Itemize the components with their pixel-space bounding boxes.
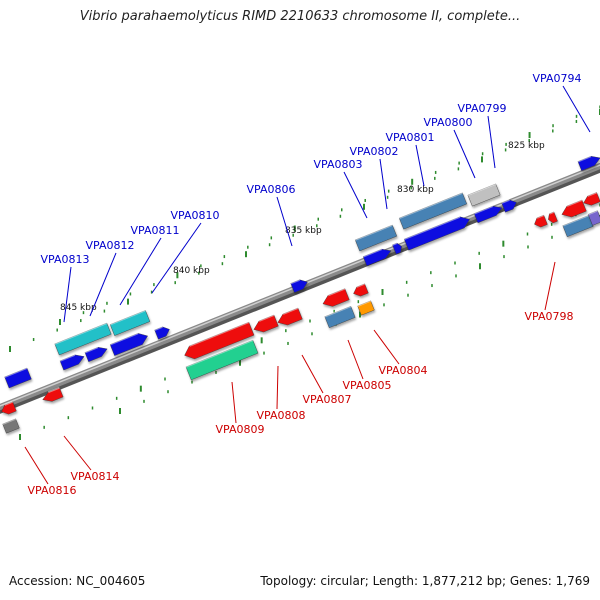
label-leader	[231, 381, 237, 424]
scale-label: 840 kbp	[173, 266, 210, 276]
gene-purple[interactable]	[587, 209, 600, 226]
gene-vpa0813[interactable]	[84, 346, 108, 362]
label-leader	[151, 222, 202, 294]
gene-vpa0806[interactable]	[290, 278, 308, 293]
gene-vpa0802[interactable]	[403, 215, 470, 251]
label-leader	[373, 329, 400, 365]
label-leader	[63, 266, 72, 323]
gene-vpa0803b[interactable]	[362, 248, 392, 267]
label-leader	[453, 129, 476, 179]
label-leader	[301, 354, 324, 394]
gene-vpa0808[interactable]	[253, 314, 279, 333]
label-leader	[487, 115, 496, 169]
gene-vpa0805b[interactable]	[353, 282, 369, 297]
label-leader	[276, 365, 279, 410]
gene-vpa0800b[interactable]	[473, 205, 503, 224]
label-leader	[276, 196, 293, 247]
gene-label-vpa0798[interactable]: VPA0798	[525, 310, 574, 323]
label-leader	[89, 252, 117, 317]
map-title: Vibrio parahaemolyticus RIMD 2210633 chr…	[79, 9, 521, 24]
gene-vpa0798b[interactable]	[562, 214, 594, 238]
gene-vpa0812[interactable]	[109, 332, 148, 356]
gene-vpa0809[interactable]	[184, 321, 255, 360]
gene-small2[interactable]	[154, 325, 170, 340]
scale-label: 830 kbp	[397, 185, 434, 195]
gene-label-vpa0802[interactable]: VPA0802	[350, 145, 399, 158]
label-leaders	[24, 85, 591, 485]
gene-small4[interactable]	[534, 214, 548, 228]
gene-vpa0803[interactable]	[354, 224, 398, 252]
gene-vpa0816[interactable]	[1, 400, 17, 415]
scale-label: 845 kbp	[60, 303, 97, 313]
gene-features[interactable]	[1, 155, 600, 434]
gene-vpa0807[interactable]	[322, 287, 350, 307]
accession-text: Accession: NC_004605	[9, 574, 146, 588]
gene-label-vpa0810[interactable]: VPA0810	[171, 209, 220, 222]
gene-vpa0810[interactable]	[109, 309, 151, 336]
label-leader	[415, 144, 425, 187]
gene-label-vpa0807[interactable]: VPA0807	[303, 393, 352, 406]
gene-vpa0804[interactable]	[357, 299, 375, 316]
gene-vpa0814[interactable]	[42, 386, 64, 402]
scale-label: 825 kbp	[508, 141, 545, 151]
label-leader	[119, 237, 162, 306]
gene-vpa0801[interactable]	[501, 198, 517, 213]
gene-label-vpa0813[interactable]: VPA0813	[41, 253, 90, 266]
gene-vpa0794[interactable]	[577, 155, 600, 171]
gene-label-vpa0816[interactable]: VPA0816	[28, 484, 77, 497]
gene-label-vpa0814[interactable]: VPA0814	[71, 470, 120, 483]
gene-labels[interactable]: VPA0794VPA0799VPA0800VPA0801VPA0802VPA08…	[28, 72, 582, 497]
gene-label-vpa0812[interactable]: VPA0812	[86, 239, 135, 252]
label-leader	[379, 158, 388, 210]
label-leader	[343, 171, 368, 219]
gene-label-vpa0799[interactable]: VPA0799	[458, 102, 507, 115]
topology-stats: Topology: circular; Length: 1,877,212 bp…	[260, 574, 590, 588]
scale-label: 835 kbp	[285, 226, 322, 236]
gene-grey[interactable]	[2, 417, 20, 434]
label-leader	[562, 85, 591, 133]
label-leader	[63, 435, 92, 471]
gene-label-vpa0805[interactable]: VPA0805	[343, 379, 392, 392]
gene-label-vpa0806[interactable]: VPA0806	[247, 183, 296, 196]
gene-vpa0811[interactable]	[54, 322, 112, 356]
gene-label-vpa0803[interactable]: VPA0803	[314, 158, 363, 171]
gene-vpa0813b[interactable]	[59, 353, 85, 371]
scale-ticks: 825 kbp 830 kbp 835 kbp 840 kbp 845 kbp	[9, 105, 600, 440]
gene-vpa0798[interactable]	[561, 199, 587, 218]
gene-vpa0807b[interactable]	[277, 307, 303, 326]
label-leader	[544, 261, 556, 311]
gene-label-vpa0809[interactable]: VPA0809	[216, 423, 265, 436]
gene-small3[interactable]	[548, 210, 558, 224]
label-leader	[347, 339, 364, 380]
label-leader	[24, 446, 49, 485]
gene-vpa0809b[interactable]	[185, 339, 259, 381]
gene-small5[interactable]	[583, 191, 600, 206]
gene-vpa0800[interactable]	[398, 191, 468, 230]
gene-label-vpa0811[interactable]: VPA0811	[131, 224, 180, 237]
gene-vpa0805[interactable]	[324, 305, 356, 329]
gene-small[interactable]	[392, 242, 402, 255]
gene-label-vpa0800[interactable]: VPA0800	[424, 116, 473, 129]
gene-label-vpa0804[interactable]: VPA0804	[379, 364, 428, 377]
gene-label-vpa0794[interactable]: VPA0794	[533, 72, 582, 85]
gene-left[interactable]	[4, 367, 32, 389]
gene-label-vpa0808[interactable]: VPA0808	[257, 409, 306, 422]
gene-vpa0799[interactable]	[467, 182, 501, 207]
gene-label-vpa0801[interactable]: VPA0801	[386, 131, 435, 144]
